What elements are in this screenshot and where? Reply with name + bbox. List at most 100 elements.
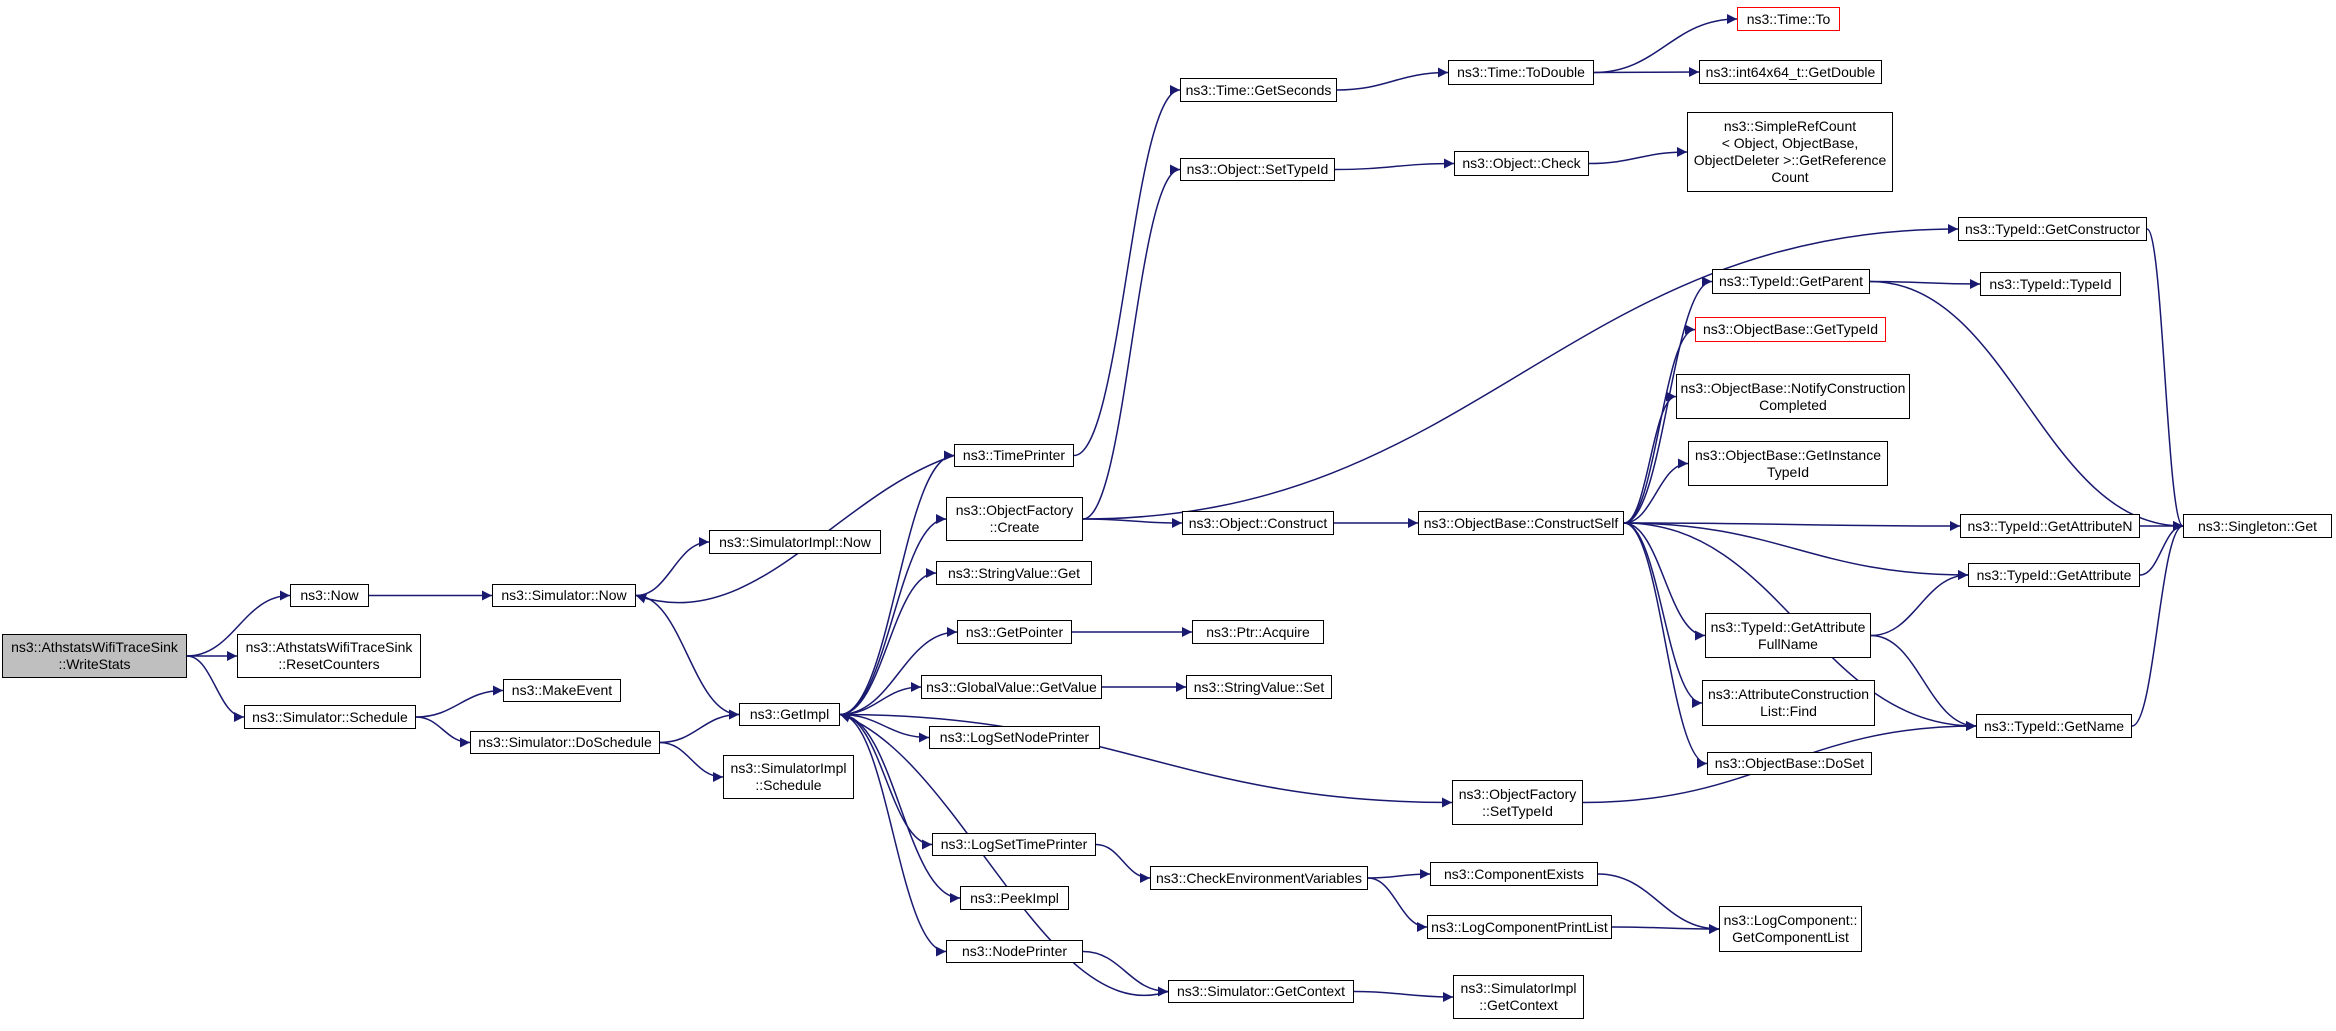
node-obj-construct[interactable]: ns3::Object::Construct (1182, 511, 1334, 535)
node-label-line: ns3::GlobalValue::GetValue (926, 678, 1097, 695)
edge-checkenv-to-logcompprintlist (1367, 877, 1428, 932)
edge-time-todouble-to-time-to (1593, 14, 1738, 74)
edge-ob-constructself-to-tid-getattribute (1623, 522, 1969, 580)
node-label-line: ns3::ObjectBase::GetInstance (1695, 446, 1881, 463)
node-tid-getattributen[interactable]: ns3::TypeId::GetAttributeN (1960, 514, 2140, 538)
node-label-line: ns3::int64x64_t::GetDouble (1705, 63, 1876, 80)
node-tid-getname[interactable]: ns3::TypeId::GetName (1976, 714, 2132, 738)
node-timeprinter[interactable]: ns3::TimePrinter (954, 444, 1074, 467)
edge-sim-schedule-to-doschedule (415, 716, 471, 748)
node-of-settypeid[interactable]: ns3::ObjectFactory::SetTypeId (1452, 780, 1583, 825)
node-label-line: ns3::Time::ToDouble (1457, 64, 1585, 80)
node-gv-getvalue[interactable]: ns3::GlobalValue::GetValue (921, 675, 1102, 699)
node-label-line: ns3::AthstatsWifiTraceSink (245, 639, 413, 655)
node-label-line: ObjectDeleter >::GetReference (1693, 152, 1887, 168)
node-checkenv[interactable]: ns3::CheckEnvironmentVariables (1150, 866, 1368, 890)
edge-getimpl-to-timeprinter (839, 450, 955, 716)
edge-compexists-to-lc-getcomplist (1597, 873, 1720, 934)
edge-getimpl-to-of-settypeid (839, 713, 1453, 808)
node-now[interactable]: ns3::Now (290, 584, 369, 607)
node-ob-doset[interactable]: ns3::ObjectBase::DoSet (1707, 752, 1872, 775)
node-label-line: ::SetTypeId (1482, 802, 1553, 819)
node-label-line: Count (1771, 169, 1809, 185)
node-sim-now[interactable]: ns3::Simulator::Now (492, 584, 636, 607)
edge-timeprinter-to-time-getseconds (1073, 85, 1181, 457)
edge-ob-constructself-to-tid-getattrfullname (1623, 522, 1706, 641)
node-ob-constructself[interactable]: ns3::ObjectBase::ConstructSelf (1418, 511, 1624, 535)
node-label-line: ns3::SimulatorImpl (730, 760, 847, 776)
node-label-line: ns3::PeekImpl (970, 889, 1059, 906)
node-label-line: ns3::TimePrinter (962, 447, 1066, 463)
edge-tid-getattrfullname-to-tid-getname (1870, 634, 1977, 731)
edge-getimpl-to-getpointer (839, 627, 958, 716)
node-simimpl-schedule[interactable]: ns3::SimulatorImpl::Schedule (723, 755, 854, 799)
node-label-line: ns3::Object::Check (1462, 155, 1581, 171)
node-label-line: ::ResetCounters (278, 656, 380, 672)
node-logcompprintlist[interactable]: ns3::LogComponentPrintList (1427, 915, 1612, 939)
edge-ob-constructself-to-tid-getattributen (1623, 520, 1961, 531)
edge-tid-getname-to-singleton-get (2131, 521, 2184, 727)
edge-sim-now-to-getimpl (635, 594, 740, 720)
edge-writestats-to-sim-schedule (186, 655, 245, 722)
node-label-line: GetComponentList (1732, 929, 1849, 945)
node-doschedule[interactable]: ns3::Simulator::DoSchedule (470, 731, 660, 754)
node-lognodeprinter[interactable]: ns3::LogSetNodePrinter (929, 726, 1100, 749)
node-tid-typeid[interactable]: ns3::TypeId::TypeId (1980, 272, 2121, 296)
node-writestats[interactable]: ns3::AthstatsWifiTraceSink::WriteStats (2, 634, 187, 678)
edge-getimpl-to-of-create (839, 514, 947, 716)
node-tid-getconstructor[interactable]: ns3::TypeId::GetConstructor (1958, 217, 2147, 241)
node-obj-check[interactable]: ns3::Object::Check (1454, 151, 1589, 176)
node-obj-settypeid[interactable]: ns3::Object::SetTypeId (1180, 158, 1335, 181)
node-time-to[interactable]: ns3::Time::To (1737, 7, 1840, 31)
node-time-todouble[interactable]: ns3::Time::ToDouble (1448, 60, 1594, 85)
node-sv-set[interactable]: ns3::StringValue::Set (1186, 675, 1332, 699)
node-nodeprinter[interactable]: ns3::NodePrinter (946, 940, 1083, 963)
node-label-line: ns3::Now (300, 587, 359, 603)
node-label-line: < Object, ObjectBase, (1721, 135, 1859, 151)
node-tid-getattribute[interactable]: ns3::TypeId::GetAttribute (1968, 563, 2140, 587)
edge-time-getseconds-to-time-todouble (1336, 67, 1449, 91)
node-label-line: ns3::SimpleRefCount (1723, 118, 1857, 134)
edge-of-create-to-obj-settypeid (1082, 164, 1181, 520)
node-label-line: ns3::AthstatsWifiTraceSink (11, 639, 178, 655)
node-label-line: ns3::LogSetTimePrinter (940, 836, 1088, 852)
edge-writestats-to-now (186, 590, 291, 657)
node-simimpl-getcontext[interactable]: ns3::SimulatorImpl::GetContext (1453, 975, 1584, 1019)
node-time-getseconds[interactable]: ns3::Time::GetSeconds (1180, 78, 1337, 102)
edge-sim-getcontext-to-simimpl-getcontext (1353, 990, 1454, 1002)
node-ob-gettypeid[interactable]: ns3::ObjectBase::GetTypeId (1695, 317, 1886, 342)
node-simimpl-now[interactable]: ns3::SimulatorImpl::Now (709, 530, 881, 554)
node-simplerefcount[interactable]: ns3::SimpleRefCount< Object, ObjectBase,… (1687, 112, 1893, 192)
node-label-line: ns3::TypeId::GetParent (1719, 273, 1863, 289)
edge-getimpl-to-sv-get (839, 568, 937, 716)
node-of-create[interactable]: ns3::ObjectFactory::Create (946, 497, 1083, 541)
node-getpointer[interactable]: ns3::GetPointer (957, 620, 1072, 644)
node-resetcounters[interactable]: ns3::AthstatsWifiTraceSink::ResetCounter… (237, 634, 421, 678)
node-label-line: ns3::TypeId::TypeId (1989, 275, 2112, 292)
node-logtimeprinter[interactable]: ns3::LogSetTimePrinter (932, 833, 1096, 856)
node-label-line: ns3::TypeId::GetName (1983, 717, 2125, 734)
node-getimpl[interactable]: ns3::GetImpl (739, 703, 840, 726)
edge-logcompprintlist-to-lc-getcomplist (1611, 923, 1720, 934)
node-sv-get[interactable]: ns3::StringValue::Get (936, 561, 1092, 585)
node-int64-getdouble[interactable]: ns3::int64x64_t::GetDouble (1699, 60, 1882, 84)
node-makeevent[interactable]: ns3::MakeEvent (503, 679, 621, 702)
node-ptr-acquire[interactable]: ns3::Ptr::Acquire (1192, 620, 1324, 644)
node-label-line: ns3::LogSetNodePrinter (939, 729, 1090, 745)
node-label-line: Completed (1759, 396, 1827, 413)
node-sim-schedule[interactable]: ns3::Simulator::Schedule (244, 705, 416, 729)
edge-ob-constructself-to-ob-getinstance (1623, 458, 1689, 524)
node-label-line: ns3::TypeId::GetAttributeN (1967, 517, 2133, 534)
node-compexists[interactable]: ns3::ComponentExists (1430, 862, 1598, 886)
node-peekimpl[interactable]: ns3::PeekImpl (960, 886, 1069, 910)
node-singleton-get[interactable]: ns3::Singleton::Get (2183, 514, 2332, 538)
node-tid-getparent[interactable]: ns3::TypeId::GetParent (1712, 269, 1870, 294)
node-label-line: ::Schedule (755, 777, 822, 793)
node-sim-getcontext[interactable]: ns3::Simulator::GetContext (1168, 980, 1354, 1003)
node-lc-getcomplist[interactable]: ns3::LogComponent::GetComponentList (1719, 906, 1862, 952)
node-label-line: ns3::Object::SetTypeId (1186, 161, 1329, 177)
